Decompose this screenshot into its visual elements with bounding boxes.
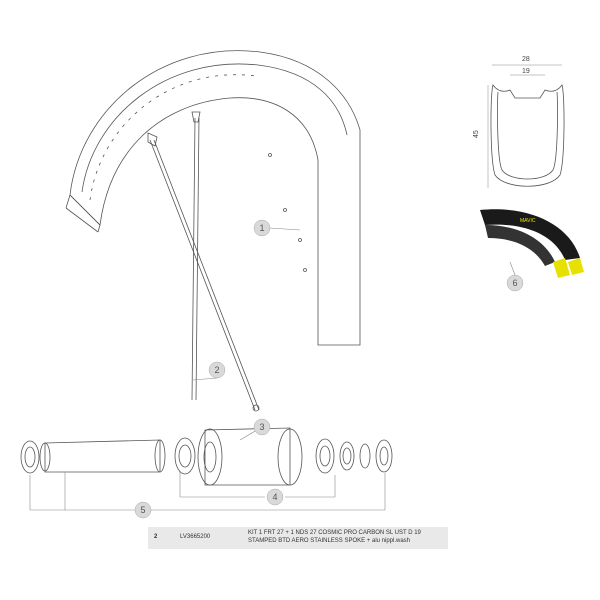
tire-brand: MAVIC xyxy=(520,218,536,224)
svg-text:5: 5 xyxy=(140,505,145,515)
hub-assembly xyxy=(20,427,393,486)
callout-3: 3 xyxy=(253,418,271,436)
parts-table-row: 2 LV3665200 KIT 1 FRT 27 + 1 NDS 27 COSM… xyxy=(148,527,448,549)
dim-height: 45 xyxy=(473,130,480,138)
svg-text:3: 3 xyxy=(259,422,264,432)
rim xyxy=(65,50,361,346)
svg-text:1: 1 xyxy=(259,223,264,233)
callout-5: 5 xyxy=(134,501,152,519)
callout-2: 2 xyxy=(208,361,226,379)
dim-inner-width: 19 xyxy=(522,68,530,75)
svg-text:6: 6 xyxy=(512,278,517,288)
tire-section: MAVIC xyxy=(480,209,584,278)
spokes xyxy=(147,111,260,412)
callout-6: 6 xyxy=(506,274,524,292)
callout-1: 1 xyxy=(253,219,271,237)
callout-4: 4 xyxy=(266,488,284,506)
svg-text:2: 2 xyxy=(214,365,219,375)
dim-outer-width: 28 xyxy=(522,56,530,63)
parts-qty: 2 xyxy=(154,534,158,540)
parts-description: KIT 1 FRT 27 + 1 NDS 27 COSMIC PRO CARBO… xyxy=(248,530,421,544)
svg-text:4: 4 xyxy=(272,492,277,502)
parts-reference: LV3665200 xyxy=(180,534,211,540)
rim-profile xyxy=(487,64,565,188)
